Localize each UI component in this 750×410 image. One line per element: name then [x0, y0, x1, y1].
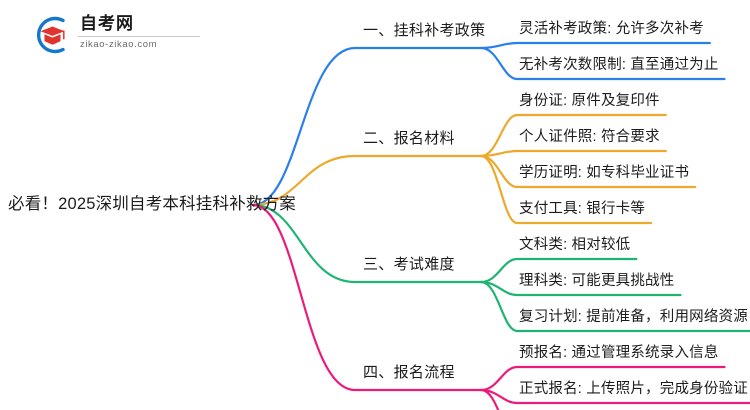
connector-line [479, 46, 519, 81]
leaf-label[interactable]: 支付工具: 银行卡等 [519, 201, 646, 217]
leaf-label[interactable]: 复习计划: 提前准备，利用网络资源 [519, 309, 748, 325]
branch-label-1[interactable]: 一、挂科补考政策 [363, 22, 486, 39]
connector-line [251, 154, 483, 207]
branch-label-3[interactable]: 三、考试难度 [363, 256, 455, 273]
leaf-label[interactable]: 个人证件照: 符合要求 [519, 129, 660, 145]
leaf-label[interactable]: 灵活补考政策: 允许多次补考 [519, 21, 704, 37]
logo-text-block: 自考网 zikao-zikao.com [78, 14, 204, 51]
leaf-label[interactable]: 身份证: 原件及复印件 [519, 93, 660, 109]
logo-title: 自考网 [80, 14, 134, 33]
logo-domain: zikao-zikao.com [80, 39, 158, 50]
branch-label-4[interactable]: 四、报名流程 [363, 364, 455, 381]
leaf-label[interactable]: 无补考次数限制: 直至通过为止 [519, 57, 719, 73]
connector-line [251, 203, 483, 284]
connector-line [479, 257, 519, 284]
connector-line [479, 154, 519, 225]
connector-line [479, 113, 519, 158]
connector-line [479, 280, 519, 333]
logo-divider [78, 36, 200, 37]
site-logo: 自考网 zikao-zikao.com [30, 12, 210, 58]
connector-line [479, 41, 519, 50]
leaf-label[interactable]: 理科类: 可能更具挑战性 [519, 273, 675, 289]
leaf-label[interactable]: 正式报名: 上传照片，完成身份验证 [519, 381, 748, 397]
leaf-label[interactable]: 学历证明: 如专科毕业证书 [519, 165, 690, 181]
logo-mark-icon [37, 16, 65, 54]
root-node-label[interactable]: 必看！2025深圳自考本科挂科补救方案 [8, 195, 297, 213]
connector-line [251, 203, 483, 392]
connector-line [251, 46, 483, 207]
connector-line [479, 388, 500, 410]
connector-line [479, 365, 519, 392]
leaf-label[interactable]: 预报名: 通过管理系统录入信息 [519, 345, 719, 361]
leaf-label[interactable]: 文科类: 相对较低 [519, 237, 631, 253]
branch-label-2[interactable]: 二、报名材料 [363, 130, 455, 147]
